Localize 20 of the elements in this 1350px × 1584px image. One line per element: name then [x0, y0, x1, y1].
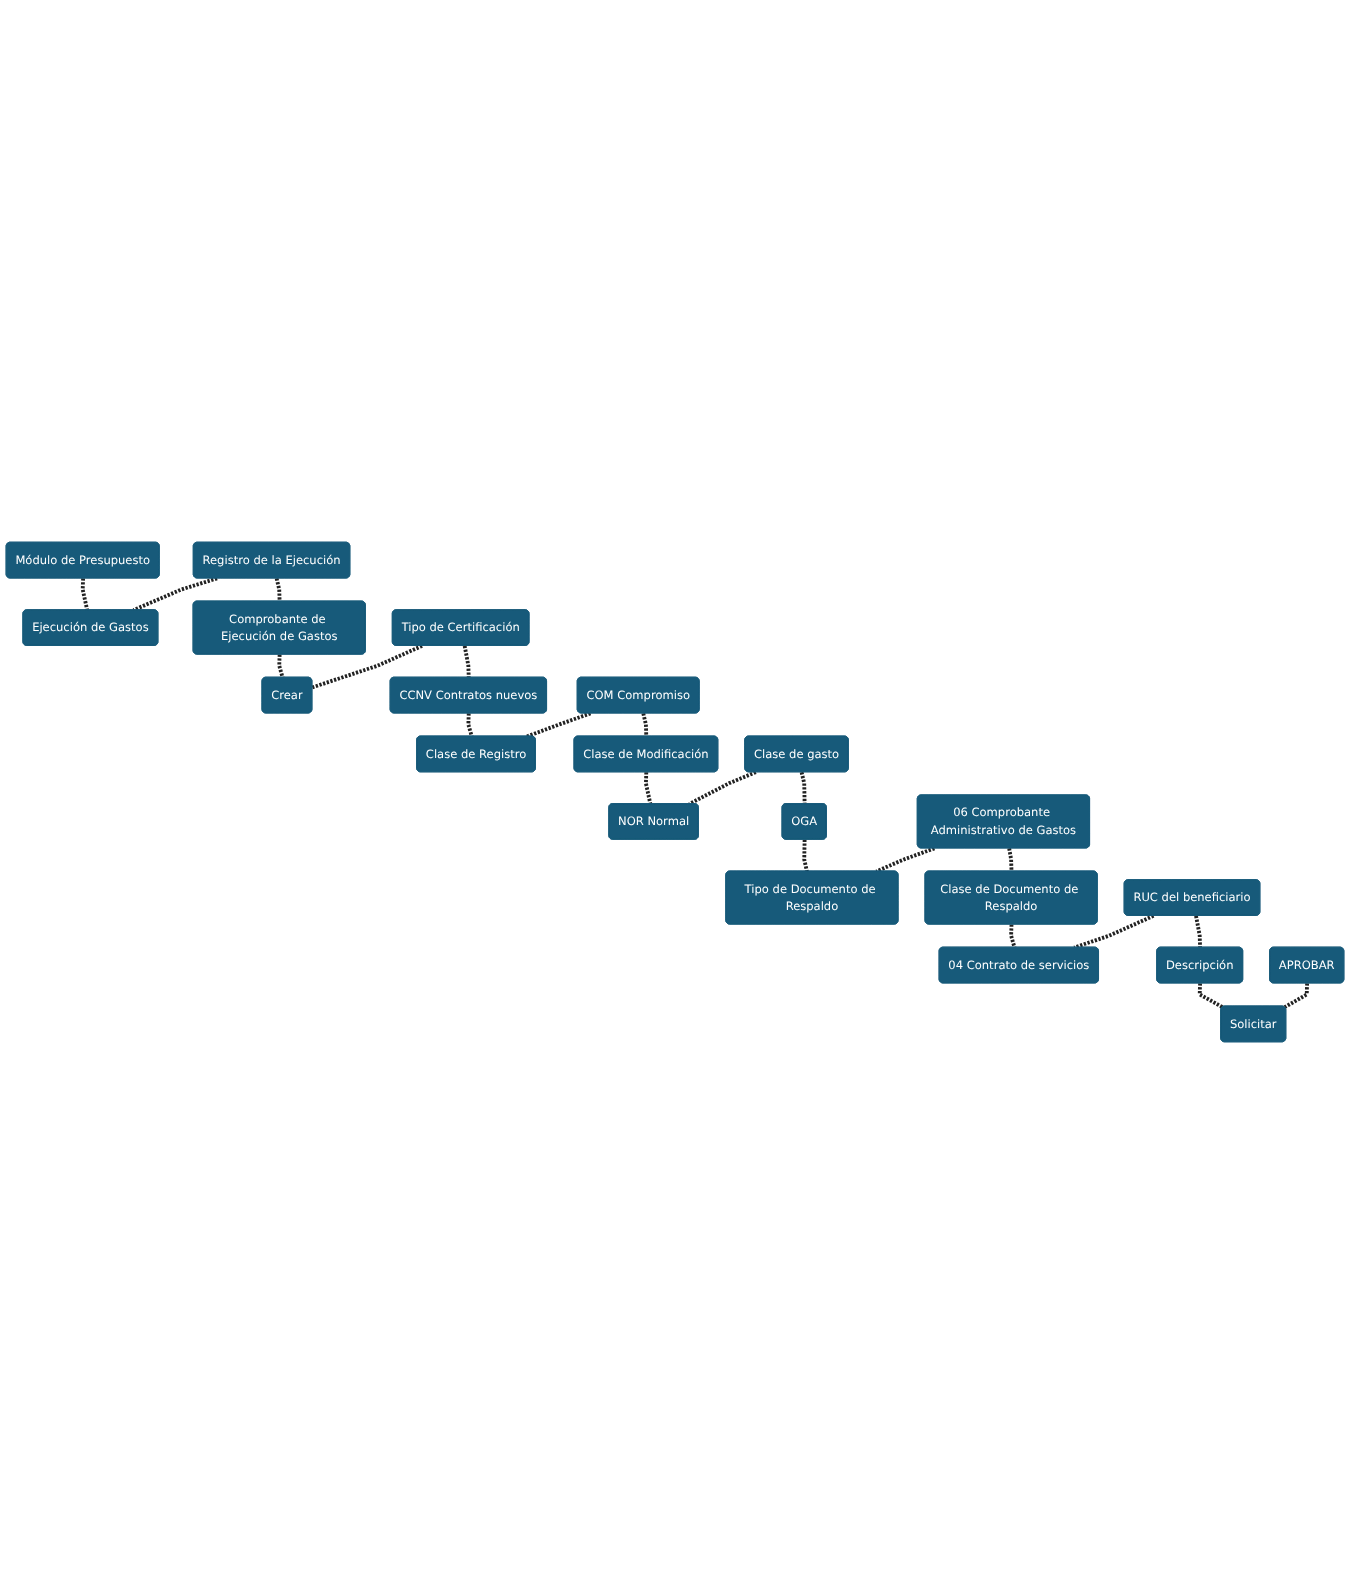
connector: [311, 644, 423, 690]
connector: [1283, 983, 1310, 1009]
connector: [80, 578, 90, 611]
connector: [277, 654, 285, 679]
connector: [1073, 914, 1155, 950]
connector: [1194, 915, 1202, 948]
connector: [802, 839, 809, 872]
connector: [1197, 983, 1224, 1009]
connector: [799, 771, 807, 804]
connector: [1007, 848, 1014, 872]
connector: [643, 772, 653, 805]
connector: [462, 645, 471, 678]
connector: [641, 712, 649, 737]
connector: [526, 711, 592, 739]
connector: [274, 577, 282, 602]
connector: [466, 713, 474, 737]
connector: [132, 576, 218, 612]
connector: [875, 846, 936, 874]
connector: [688, 770, 757, 806]
connector: [1009, 924, 1017, 949]
